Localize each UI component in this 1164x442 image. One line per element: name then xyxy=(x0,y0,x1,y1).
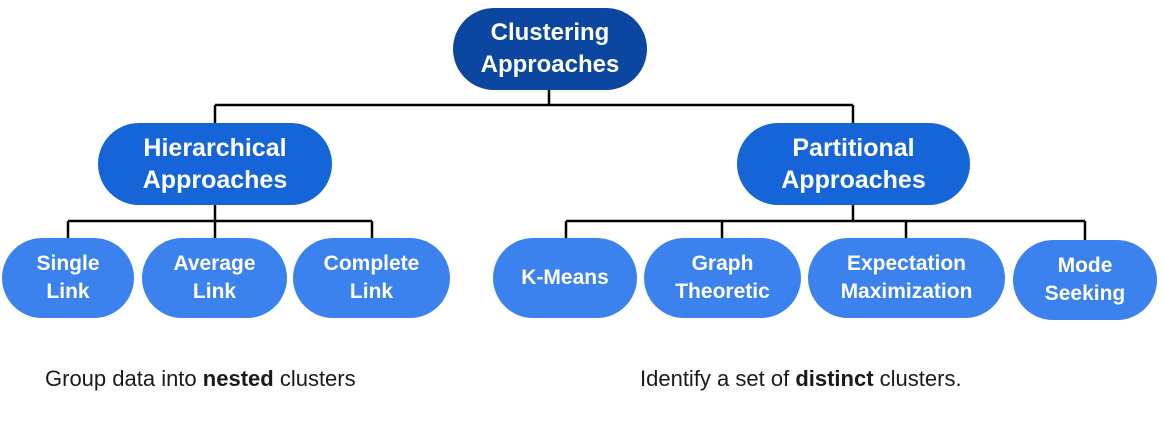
average-link-node: Average Link xyxy=(142,238,287,318)
caption-right-emphasis: distinct xyxy=(795,366,874,391)
root-node: Clustering Approaches xyxy=(453,8,647,90)
caption-left-text-2: clusters xyxy=(273,366,356,391)
hierarchical-node: Hierarchical Approaches xyxy=(98,123,332,205)
graph-theoretic-node: Graph Theoretic xyxy=(644,238,801,318)
caption-left-text-1: Group data into xyxy=(45,366,203,391)
single-link-node: Single Link xyxy=(2,238,134,318)
hierarchical-caption: Group data into nested clusters xyxy=(45,366,356,392)
partitional-node: Partitional Approaches xyxy=(737,123,970,205)
caption-right-text-1: Identify a set of xyxy=(640,366,796,391)
mode-seeking-node: Mode Seeking xyxy=(1013,240,1157,320)
caption-left-emphasis: nested xyxy=(202,366,274,391)
complete-link-node: Complete Link xyxy=(293,238,450,318)
kmeans-node: K-Means xyxy=(493,238,637,318)
partitional-caption: Identify a set of distinct clusters. xyxy=(640,366,962,392)
expectation-maximization-node: Expectation Maximization xyxy=(808,238,1005,318)
caption-right-text-2: clusters. xyxy=(873,366,962,391)
